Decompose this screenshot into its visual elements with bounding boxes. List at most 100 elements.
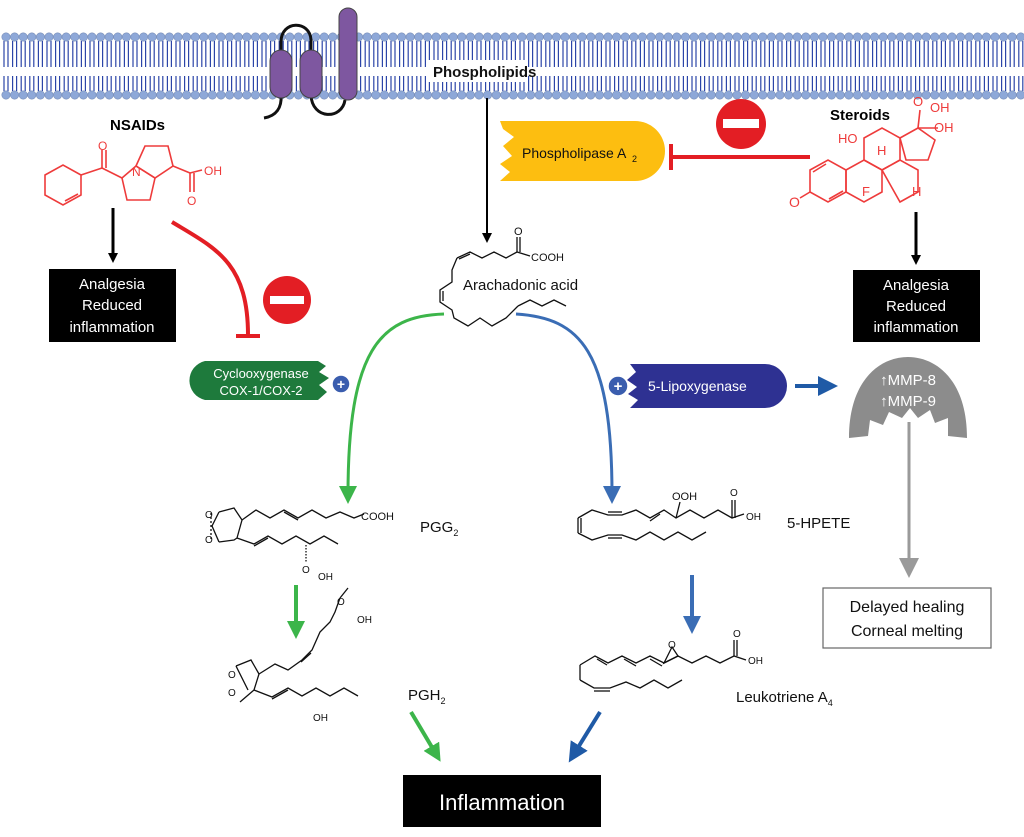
lipid-head	[870, 90, 880, 100]
lipid-head	[620, 32, 630, 42]
lipid-head	[973, 32, 983, 42]
lipid-tail	[588, 76, 594, 91]
lipid-head	[973, 90, 983, 100]
steroid-effect-line2: Reduced	[886, 298, 946, 315]
lipid-tail	[244, 76, 250, 91]
lipid-head	[766, 90, 776, 100]
lipid-head	[18, 32, 28, 42]
lipid-head	[818, 32, 828, 42]
lipid-tail	[846, 76, 852, 91]
lipid-head	[938, 32, 948, 42]
lipid-tail	[80, 41, 86, 67]
lipid-tail	[708, 41, 714, 67]
lipid-head	[844, 90, 854, 100]
nsaid-nitrogen: N	[132, 165, 141, 179]
lipid-head	[629, 90, 639, 100]
lipid-tail	[12, 41, 18, 67]
lipid-head	[827, 32, 837, 42]
lipid-head	[27, 32, 37, 42]
lipid-head	[104, 32, 114, 42]
lipid-head	[956, 32, 966, 42]
lipid-head	[78, 90, 88, 100]
lipid-head	[474, 32, 484, 42]
lipid-head	[1016, 32, 1024, 42]
lipid-head	[775, 90, 785, 100]
lipid-head	[10, 32, 20, 42]
lipid-head	[844, 32, 854, 42]
leukotriene-a4-label: Leukotriene A4	[736, 689, 833, 708]
lipid-tail	[63, 76, 69, 91]
lipid-head	[551, 32, 561, 42]
nsaids-label: NSAIDs	[110, 117, 165, 134]
lipid-tail	[614, 41, 620, 67]
lipid-head	[749, 32, 759, 42]
lipid-tail	[72, 41, 78, 67]
lipid-head	[878, 32, 888, 42]
lipid-tail	[700, 76, 706, 91]
cox-pathway-arrow	[339, 312, 445, 504]
lipid-tail	[751, 76, 757, 91]
steroid-keto-oxygen: O	[789, 194, 800, 210]
nsaid-no-entry-icon	[263, 276, 311, 324]
lipid-tail	[571, 76, 577, 91]
lipid-head	[465, 32, 475, 42]
lipid-tail	[1009, 41, 1015, 67]
lipid-head	[216, 32, 226, 42]
lipid-head	[672, 32, 682, 42]
lipid-tail	[12, 76, 18, 91]
lipid-tail	[915, 41, 921, 67]
lipid-head	[440, 90, 450, 100]
lipid-head	[508, 90, 518, 100]
phospholipase-a2-subscript: 2	[632, 154, 637, 164]
lipid-tail	[390, 41, 396, 67]
lipid-head	[491, 32, 501, 42]
lipid-tail	[708, 76, 714, 91]
lipid-tail	[768, 41, 774, 67]
lipid-tail	[123, 41, 129, 67]
membrane-label-bg	[428, 60, 528, 82]
lipid-head	[930, 32, 940, 42]
lipid-tail	[639, 76, 645, 91]
receptor-helix-2	[299, 49, 323, 99]
lipid-tail	[29, 41, 35, 67]
lipid-head	[422, 90, 432, 100]
lipid-head	[801, 90, 811, 100]
lipid-tail	[175, 41, 181, 67]
lipid-tail	[46, 41, 52, 67]
lipid-head	[861, 90, 871, 100]
lipid-head	[577, 32, 587, 42]
lipid-head	[594, 32, 604, 42]
lipid-tail	[596, 76, 602, 91]
leukotriene-a4-molecule	[579, 640, 747, 692]
pgg2-ring-oxygen-1: O	[205, 510, 213, 521]
lipid-tail	[949, 76, 955, 91]
lipid-tail	[201, 76, 207, 91]
lipid-head	[526, 32, 536, 42]
lipid-tail	[992, 76, 998, 91]
steroid-hydroxyl-17: OH	[934, 120, 954, 135]
lipid-head	[233, 32, 243, 42]
lipid-head	[827, 90, 837, 100]
lipid-tail	[553, 41, 559, 67]
lipid-tail	[983, 76, 989, 91]
lipid-head	[35, 90, 45, 100]
lipid-tail	[605, 76, 611, 91]
lipid-tail	[545, 41, 551, 67]
lipid-head	[534, 90, 544, 100]
steroid-molecule-dexamethasone	[799, 109, 938, 204]
lipid-tail	[665, 41, 671, 67]
lipid-tail	[648, 41, 654, 67]
lipid-tail	[906, 76, 912, 91]
nsaid-oxygen: O	[98, 139, 107, 153]
lipid-tail	[252, 76, 258, 91]
steroid-fluorine: F	[862, 184, 870, 199]
lipid-tail	[89, 76, 95, 91]
lipid-head	[268, 32, 278, 42]
lipid-head	[328, 90, 338, 100]
lipid-head	[689, 90, 699, 100]
phospholipid-membrane: Phospholipids	[1, 32, 1024, 100]
lipid-head	[199, 32, 209, 42]
lipid-head	[543, 32, 553, 42]
phospholipase-a2-label: Phospholipase A	[522, 145, 627, 161]
